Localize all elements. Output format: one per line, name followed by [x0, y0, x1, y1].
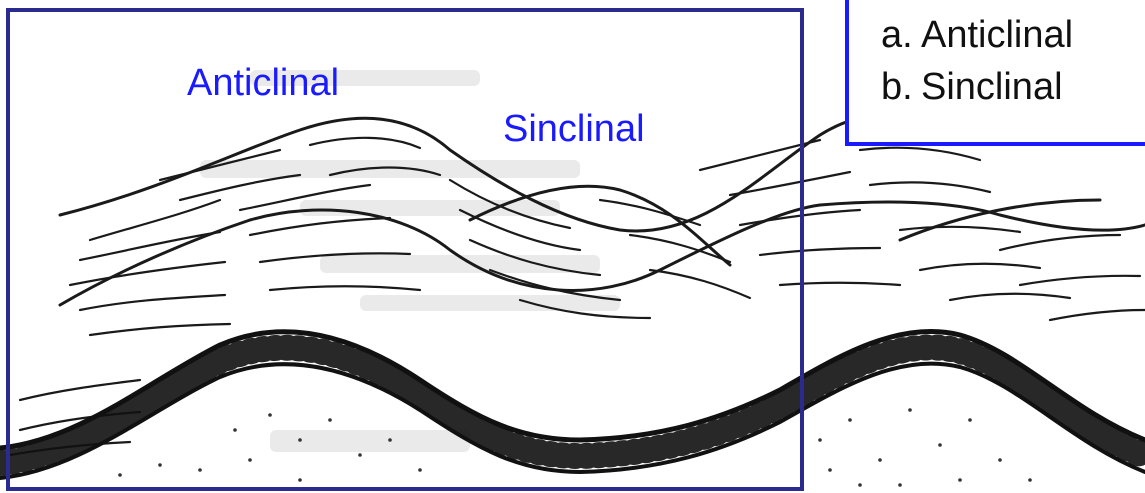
legend-marker: a. [881, 14, 921, 57]
legend-box: a.Anticlinal b.Sinclinal [845, 0, 1145, 146]
anticline-frame [6, 8, 804, 491]
legend-item-a: a.Anticlinal [881, 14, 1073, 57]
legend-text: Anticlinal [921, 14, 1073, 56]
legend-item-b: b.Sinclinal [881, 66, 1063, 109]
legend-marker: b. [881, 66, 921, 109]
sinclinal-label: Sinclinal [503, 110, 645, 148]
legend-text: Sinclinal [921, 66, 1063, 108]
anticlinal-label: Anticlinal [187, 64, 339, 102]
